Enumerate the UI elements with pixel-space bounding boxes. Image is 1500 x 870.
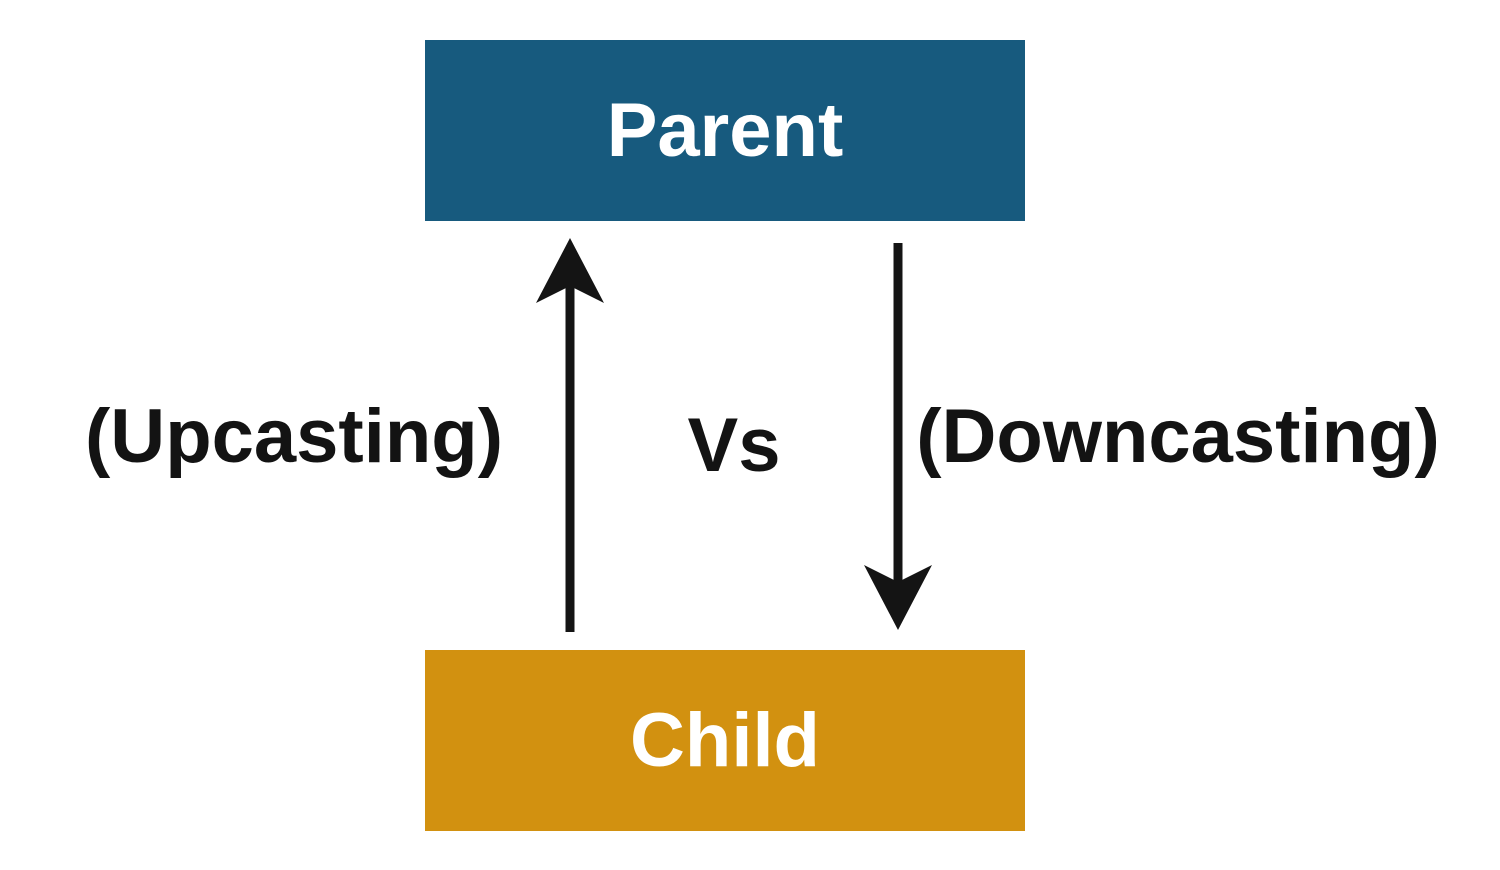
- downcast-arrow-head-icon: [864, 565, 932, 630]
- child-node-label: Child: [630, 697, 820, 783]
- child-node: Child: [425, 650, 1025, 831]
- upcasting-label: (Upcasting): [85, 394, 503, 479]
- parent-node-label: Parent: [606, 87, 844, 173]
- upcast-arrow-head-icon: [536, 238, 604, 303]
- downcasting-label: (Downcasting): [916, 394, 1440, 479]
- versus-label: Vs: [687, 403, 781, 488]
- parent-node: Parent: [425, 40, 1025, 221]
